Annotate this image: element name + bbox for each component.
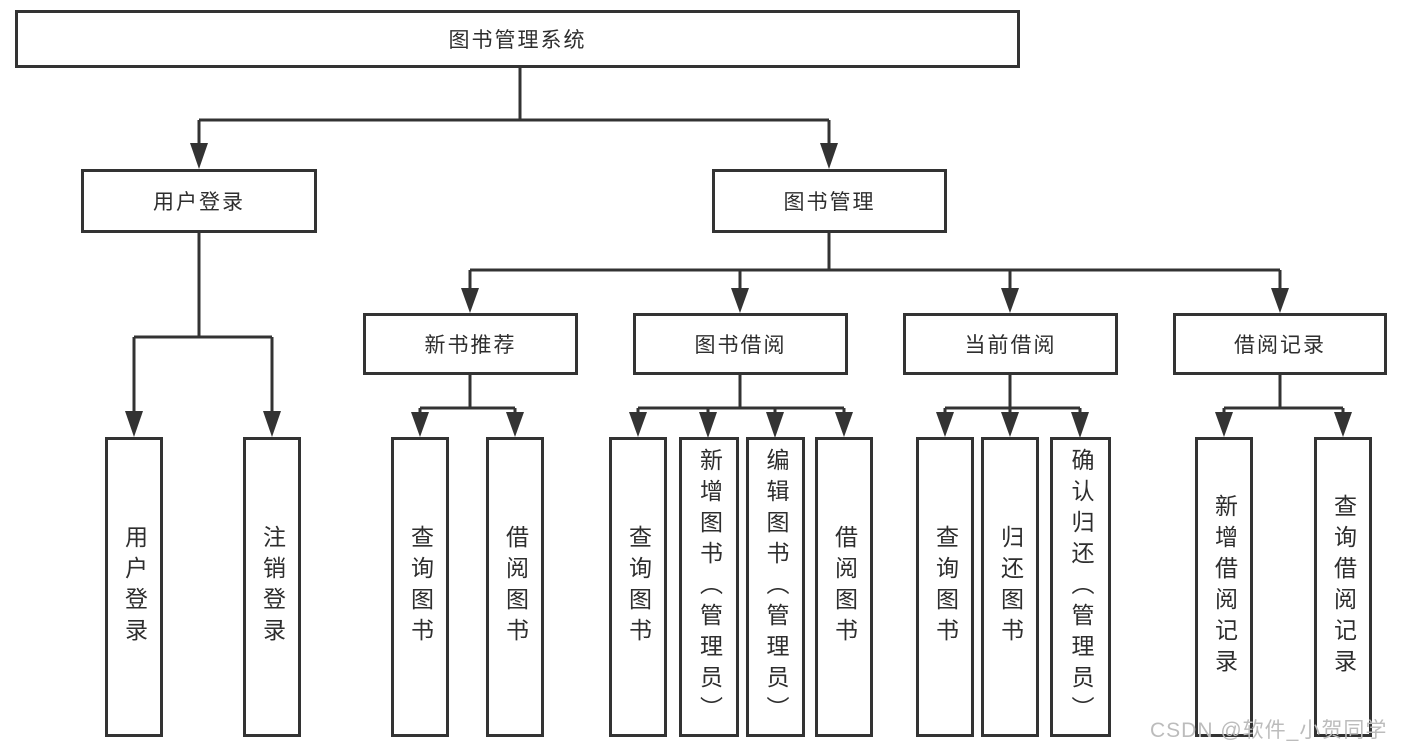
node-leaf-query-borrow-record: 查询借阅记录	[1314, 437, 1372, 737]
node-book-management: 图书管理	[712, 169, 947, 233]
node-new-book-recommend: 新书推荐	[363, 313, 578, 375]
node-leaf-return-books: 归还图书	[981, 437, 1039, 737]
node-leaf-add-books-admin: 新增图书（管理员）	[679, 437, 739, 737]
csdn-watermark: CSDN @软件_小贺同学	[1150, 719, 1388, 742]
node-leaf-query-books-borrowing: 查询图书	[609, 437, 667, 737]
node-book-borrowing: 图书借阅	[633, 313, 848, 375]
node-leaf-query-books-recommend: 查询图书	[391, 437, 449, 737]
node-leaf-confirm-return-admin: 确认归还（管理员）	[1050, 437, 1111, 737]
node-borrowing-records: 借阅记录	[1173, 313, 1387, 375]
node-leaf-edit-books-admin: 编辑图书（管理员）	[746, 437, 805, 737]
node-leaf-add-borrow-record: 新增借阅记录	[1195, 437, 1253, 737]
node-leaf-user-login: 用户登录	[105, 437, 163, 737]
node-leaf-borrow-books-recommend: 借阅图书	[486, 437, 544, 737]
node-leaf-logout: 注销登录	[243, 437, 301, 737]
node-leaf-borrow-books: 借阅图书	[815, 437, 873, 737]
node-leaf-query-books-current: 查询图书	[916, 437, 974, 737]
node-root-system: 图书管理系统	[15, 10, 1020, 68]
node-current-borrowing: 当前借阅	[903, 313, 1118, 375]
node-user-login: 用户登录	[81, 169, 317, 233]
